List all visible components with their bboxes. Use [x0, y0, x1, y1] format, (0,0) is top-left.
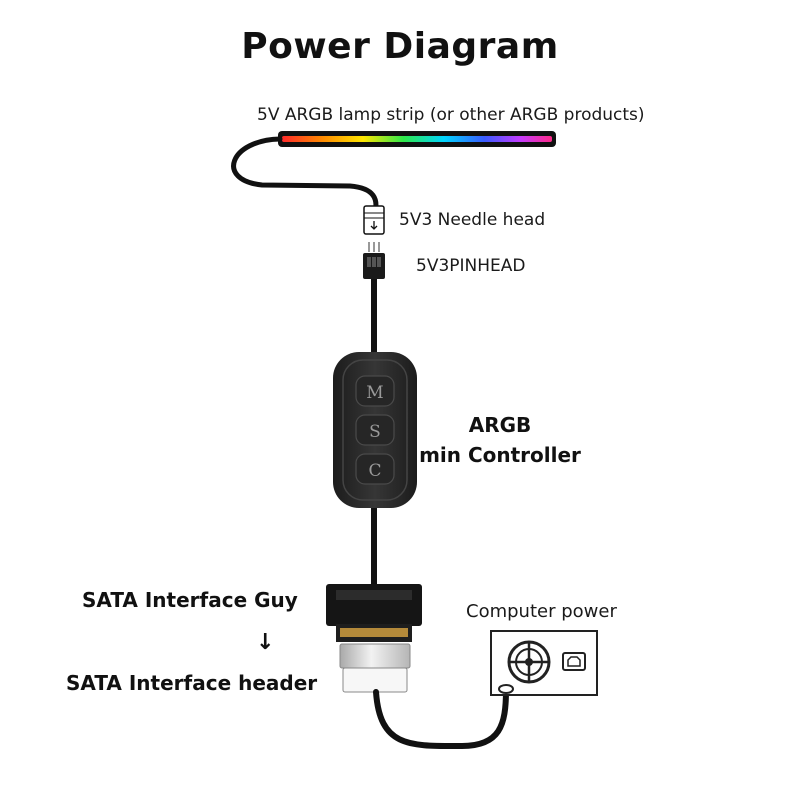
button-c-label: C — [368, 461, 381, 481]
sata-connector — [326, 584, 422, 693]
sata-pins — [340, 628, 408, 637]
down-arrow-icon — [370, 221, 378, 230]
computer-power-label: Computer power — [466, 601, 617, 622]
controller-button-c: C — [355, 453, 395, 485]
controller-button-s: S — [355, 414, 395, 446]
sata-guy-label: SATA Interface Guy — [82, 588, 298, 612]
led-pixels — [282, 136, 552, 142]
power-socket-icon — [562, 652, 586, 671]
controller-button-m: M — [355, 375, 395, 407]
computer-power-supply — [490, 630, 598, 696]
sata-to-psu-cable — [373, 687, 509, 750]
fan-icon — [507, 640, 551, 684]
button-m-label: M — [366, 383, 383, 403]
sata-down-arrow-icon: ↓ — [256, 630, 275, 655]
controller-label: ARGB min Controller — [410, 410, 590, 470]
strip-label: 5V ARGB lamp strip (or other ARGB produc… — [257, 105, 645, 125]
pinhead-connector — [363, 253, 385, 279]
needle-head-label: 5V3 Needle head — [399, 210, 546, 230]
psu-cable-grommet — [498, 684, 514, 694]
needle-head-connector — [363, 205, 385, 235]
pinhead-label: 5V3PINHEAD — [416, 256, 526, 276]
page-title: Power Diagram — [241, 26, 559, 67]
connector-pins — [368, 242, 380, 252]
strip-cable — [231, 136, 379, 215]
controller-label-line1: ARGB — [468, 413, 532, 437]
button-s-label: S — [369, 422, 381, 442]
sata-header-label: SATA Interface header — [66, 671, 318, 695]
argb-controller: M S C — [333, 352, 417, 508]
argb-lamp-strip — [278, 131, 556, 147]
controller-label-line2: min Controller — [419, 443, 581, 467]
